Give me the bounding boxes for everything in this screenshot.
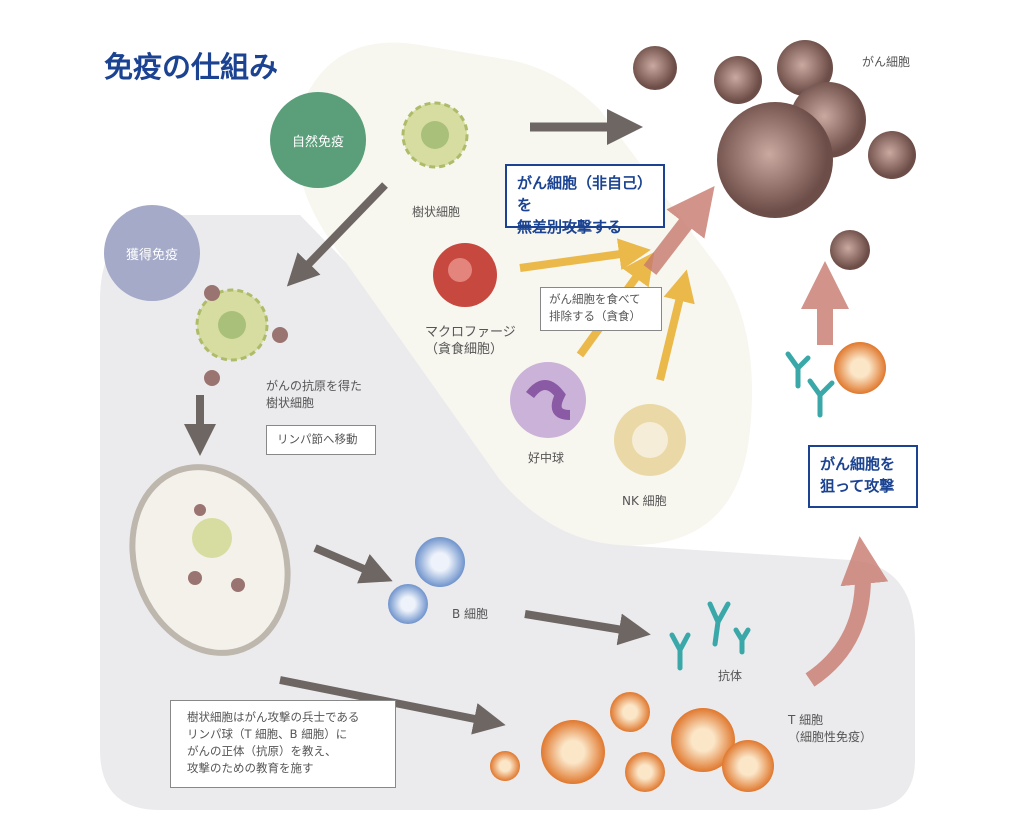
lymph-node bbox=[129, 464, 291, 656]
cancer-cells bbox=[633, 40, 916, 270]
antigen-dendritic-cell bbox=[195, 285, 288, 386]
t-cell-label: T 細胞（細胞性免疫） bbox=[788, 713, 873, 744]
arrow-t-cell-attack bbox=[805, 536, 889, 687]
nonself-attack-box: がん細胞（非自己）を無差別攻撃する bbox=[505, 164, 665, 236]
target-attack-box: がん細胞を狙って攻撃 bbox=[808, 445, 918, 508]
arrow-macrophage bbox=[519, 238, 651, 272]
arrow-to-antibody bbox=[524, 610, 651, 646]
neutrophil bbox=[510, 362, 586, 438]
arrow-to-b-cell bbox=[313, 544, 393, 584]
acquired-immunity-region bbox=[100, 215, 915, 810]
antigen-dendritic-label: がんの抗原を得た樹状細胞 bbox=[266, 379, 363, 410]
innate-immunity-badge: 自然免疫 bbox=[270, 92, 366, 188]
lymph-move-box: リンパ節へ移動 bbox=[266, 425, 376, 455]
b-cell-label: B 細胞 bbox=[452, 607, 489, 621]
antibodies bbox=[669, 351, 835, 671]
macrophage bbox=[433, 243, 497, 307]
arrow-nk bbox=[656, 269, 695, 381]
t-cells bbox=[490, 342, 886, 792]
page-title: 免疫の仕組み bbox=[104, 50, 279, 84]
acquired-immunity-badge: 獲得免疫 bbox=[104, 205, 200, 301]
nk-cell bbox=[614, 404, 686, 476]
macrophage-label: マクロファージ（貪食細胞） bbox=[425, 325, 516, 357]
dendritic-cell bbox=[401, 101, 469, 169]
phagocytosis-box: がん細胞を食べて排除する（貪食） bbox=[540, 287, 662, 331]
nk-cell-label: NK 細胞 bbox=[622, 494, 667, 508]
neutrophil-label: 好中球 bbox=[528, 451, 565, 465]
arrow-to-acquired bbox=[286, 182, 388, 287]
arrow-innate-attack bbox=[643, 185, 715, 275]
education-box: 樹状細胞はがん攻撃の兵士であるリンパ球（T 細胞、B 細胞）にがんの正体（抗原）… bbox=[170, 700, 396, 788]
dendritic-cell-label: 樹状細胞 bbox=[412, 205, 461, 219]
cancer-cell-label: がん細胞 bbox=[862, 55, 911, 69]
antibody-label: 抗体 bbox=[718, 669, 743, 683]
b-cells bbox=[388, 537, 465, 624]
